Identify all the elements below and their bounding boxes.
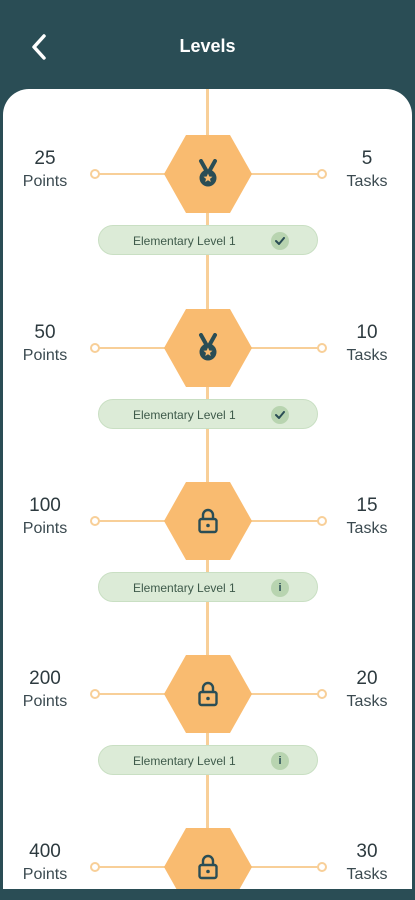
level-label-pill[interactable]: Elementary Level 1 i [98,572,318,602]
lock-icon [198,854,218,880]
level-hexagon[interactable] [164,482,252,560]
tasks-info: 30 Tasks [327,840,407,886]
points-label: Points [22,866,68,883]
level-item[interactable]: 100 Points 15 Tasks Elementary Level 1 i [3,436,412,602]
tasks-value: 20 [356,668,378,689]
lock-icon [198,681,218,707]
points-info: 400 Points [5,840,85,886]
tasks-label: Tasks [346,173,388,190]
connector-line [246,520,322,522]
connector-line [246,693,322,695]
points-info: 100 Points [5,494,85,540]
connector-line [95,693,171,695]
connector-dot [90,516,100,526]
connector-dot [317,689,327,699]
points-value: 25 [34,148,56,169]
tasks-label: Tasks [346,866,388,883]
connector-line [95,520,171,522]
level-label-pill[interactable]: Elementary Level 1 [98,225,318,255]
points-value: 100 [29,495,61,516]
connector-dot [90,862,100,872]
points-label: Points [22,173,68,190]
level-hexagon[interactable] [164,828,252,889]
points-label: Points [22,693,68,710]
tasks-info: 15 Tasks [327,494,407,540]
points-value: 400 [29,841,61,862]
lock-icon [198,508,218,534]
level-item[interactable]: 400 Points 30 Tasks [3,782,412,889]
level-item[interactable]: 50 Points 10 Tasks Elementary Level 1 [3,263,412,429]
connector-line [246,173,322,175]
level-name: Elementary Level 1 [133,581,236,595]
tasks-info: 10 Tasks [327,321,407,367]
connector-dot [90,689,100,699]
tasks-value: 15 [356,495,378,516]
level-label-pill[interactable]: Elementary Level 1 i [98,745,318,775]
points-info: 25 Points [5,147,85,193]
connector-line [95,347,171,349]
medal-icon [199,333,217,361]
level-hexagon[interactable] [164,655,252,733]
tasks-value: 10 [356,322,378,343]
connector-line [95,866,171,868]
level-name: Elementary Level 1 [133,408,236,422]
level-item[interactable]: 25 Points 5 Tasks Elementary Level 1 [3,89,412,255]
tasks-value: 30 [356,841,378,862]
app-header: Levels [0,0,415,92]
tasks-value: 5 [361,148,373,169]
info-icon: i [271,579,289,597]
connector-line [246,347,322,349]
connector-dot [317,343,327,353]
points-info: 200 Points [5,667,85,713]
check-icon [271,232,289,250]
tasks-label: Tasks [346,693,388,710]
level-label-pill[interactable]: Elementary Level 1 [98,399,318,429]
level-item[interactable]: 200 Points 20 Tasks Elementary Level 1 i [3,609,412,775]
tasks-info: 5 Tasks [327,147,407,193]
tasks-label: Tasks [346,347,388,364]
connector-dot [317,862,327,872]
points-value: 200 [29,668,61,689]
tasks-label: Tasks [346,520,388,537]
level-hexagon[interactable] [164,135,252,213]
points-label: Points [22,520,68,537]
connector-dot [90,343,100,353]
connector-dot [90,169,100,179]
points-info: 50 Points [5,321,85,367]
level-hexagon[interactable] [164,309,252,387]
medal-icon [199,159,217,187]
tasks-info: 20 Tasks [327,667,407,713]
connector-dot [317,516,327,526]
levels-list: 25 Points 5 Tasks Elementary Level 1 [3,89,412,889]
connector-line [95,173,171,175]
connector-line [246,866,322,868]
level-name: Elementary Level 1 [133,234,236,248]
back-arrow-icon [32,34,46,60]
info-icon: i [271,752,289,770]
points-value: 50 [34,322,56,343]
page-title: Levels [179,36,236,56]
back-button[interactable] [24,30,54,64]
points-label: Points [22,347,68,364]
connector-dot [317,169,327,179]
level-name: Elementary Level 1 [133,754,236,768]
check-icon [271,406,289,424]
